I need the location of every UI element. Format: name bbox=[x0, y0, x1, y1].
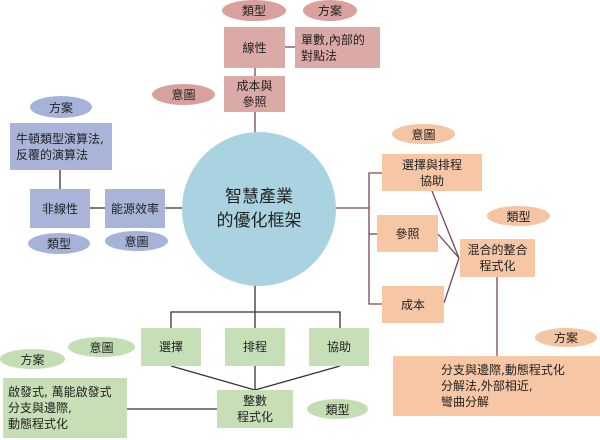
right-type-node: 混合的整合 程式化 bbox=[460, 239, 535, 277]
left-scheme-label: 方案 bbox=[30, 96, 92, 118]
bottom-intent-node: 協助 bbox=[309, 328, 369, 366]
top-scheme-node: 單數,內部的 對點法 bbox=[295, 27, 380, 68]
bottom-intent-node: 選擇 bbox=[141, 328, 201, 366]
bottom-type-label: 類型 bbox=[307, 399, 368, 419]
left-type-label: 類型 bbox=[28, 233, 90, 254]
right-intent-label: 意圖 bbox=[392, 124, 455, 144]
left-type-node: 非線性 bbox=[30, 189, 90, 228]
center-node: 智慧產業 的優化框架 bbox=[182, 132, 336, 286]
left-intent-label: 意圖 bbox=[105, 231, 168, 251]
right-scheme-node: 分支與邊際,動態程式化 分解法,外部相近, 彎曲分解 bbox=[393, 356, 600, 416]
top-scheme-label: 方案 bbox=[303, 0, 357, 21]
top-type-node: 線性 bbox=[224, 27, 285, 68]
right-intent-node: 參照 bbox=[377, 215, 438, 252]
left-intent-node: 能源效率 bbox=[105, 189, 165, 228]
right-type-label: 類型 bbox=[487, 206, 550, 226]
bottom-intent-label: 意圖 bbox=[68, 337, 135, 357]
top-intent-node: 成本與 參照 bbox=[224, 76, 285, 112]
bottom-type-node: 整數 程式化 bbox=[217, 390, 293, 428]
top-intent-label: 意圖 bbox=[152, 84, 215, 105]
right-intent-node: 成本 bbox=[382, 286, 444, 323]
right-intent-node: 選擇與排程 協助 bbox=[382, 154, 482, 191]
bottom-scheme-label: 方案 bbox=[0, 349, 65, 369]
top-type-label: 類型 bbox=[222, 0, 286, 21]
left-scheme-node: 牛頓類型演算法, 反覆的演算法 bbox=[10, 123, 112, 170]
bottom-scheme-node: 啟發式, 萬能啟發式 分支與邊際, 動態程式化 bbox=[3, 378, 127, 438]
right-scheme-label: 方案 bbox=[535, 328, 597, 347]
bottom-intent-node: 排程 bbox=[225, 328, 285, 366]
